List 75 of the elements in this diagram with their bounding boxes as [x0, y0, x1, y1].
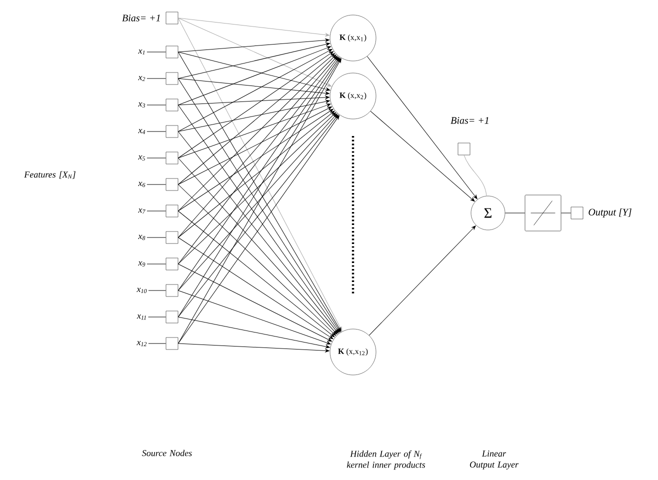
input-square — [166, 204, 178, 218]
input-label: x$_{2}$ — [138, 76, 146, 82]
connection-line — [146, 78, 166, 79]
bias-label: Output [Y] — [588, 208, 632, 218]
input-square — [166, 98, 178, 112]
arrow — [178, 264, 332, 342]
connection-line — [148, 290, 166, 291]
arrow — [178, 316, 330, 348]
input-label: x$_{4}$ — [138, 128, 146, 134]
connection-line — [146, 210, 166, 212]
arrow — [366, 56, 478, 200]
arrow — [178, 96, 330, 106]
connection-line — [148, 343, 166, 344]
connection-line — [464, 154, 487, 196]
arrow — [178, 42, 330, 79]
layer-caption: Linear Output Layer — [470, 450, 519, 470]
arrow — [178, 110, 335, 238]
connection-line — [504, 212, 526, 214]
arrow — [178, 18, 330, 37]
arrow — [178, 106, 332, 185]
input-label: x$_{8}$ — [138, 234, 146, 240]
layer-caption: Source Nodes — [142, 450, 192, 456]
arrow — [178, 112, 336, 264]
arrow — [178, 100, 330, 132]
arrow — [178, 108, 334, 212]
arrow — [368, 226, 476, 336]
input-square — [570, 206, 584, 220]
connection-line — [146, 104, 166, 106]
input-label: x$_{11}$ — [136, 314, 146, 320]
arrow — [178, 18, 332, 87]
input-square — [166, 258, 178, 270]
arrow — [178, 237, 334, 340]
arrow — [178, 53, 335, 185]
input-square — [166, 125, 178, 138]
axis-label: Features [X$_{N}$] — [24, 171, 76, 179]
arrow — [178, 38, 330, 52]
input-square — [166, 12, 178, 24]
input-square — [166, 72, 178, 85]
connection-line — [146, 131, 166, 132]
input-label: x$_{9}$ — [138, 261, 146, 267]
input-label: x$_{6}$ — [138, 182, 146, 188]
input-square — [166, 178, 178, 191]
arrow — [178, 290, 331, 344]
layer-caption: Hidden Layer of N$_{f}$ kernel inner products — [346, 450, 426, 470]
bias-label: Bias= +1 — [450, 117, 488, 124]
input-label: x$_{10}$ — [136, 288, 147, 294]
arrow — [178, 210, 335, 338]
arrow — [370, 110, 475, 202]
input-square — [166, 231, 178, 244]
arrow — [178, 78, 330, 95]
input-label: x$_{1}$ — [138, 49, 145, 55]
input-square — [166, 284, 178, 297]
arrow — [178, 51, 334, 158]
input-label: x$_{12}$ — [136, 340, 147, 346]
arrow — [178, 46, 331, 106]
input-square — [458, 142, 470, 156]
connection-line — [148, 316, 166, 318]
arrow — [178, 184, 336, 336]
connection-line — [560, 212, 572, 214]
arrow — [178, 343, 330, 352]
input-label: x$_{7}$ — [138, 208, 146, 214]
input-square — [166, 337, 178, 350]
input-square — [166, 46, 178, 58]
input-label: x$_{3}$ — [138, 102, 146, 108]
arrow — [178, 104, 331, 158]
activation-function-drawing — [524, 194, 562, 232]
connection-line — [146, 237, 166, 238]
input-label: x$_{5}$ — [138, 155, 146, 161]
bias-label: Bias= +1 — [122, 14, 160, 22]
input-square — [166, 310, 178, 324]
connection-line — [146, 184, 166, 185]
arrow — [178, 52, 330, 91]
arrow — [178, 49, 332, 132]
arrow — [178, 54, 336, 212]
input-square — [166, 152, 178, 164]
